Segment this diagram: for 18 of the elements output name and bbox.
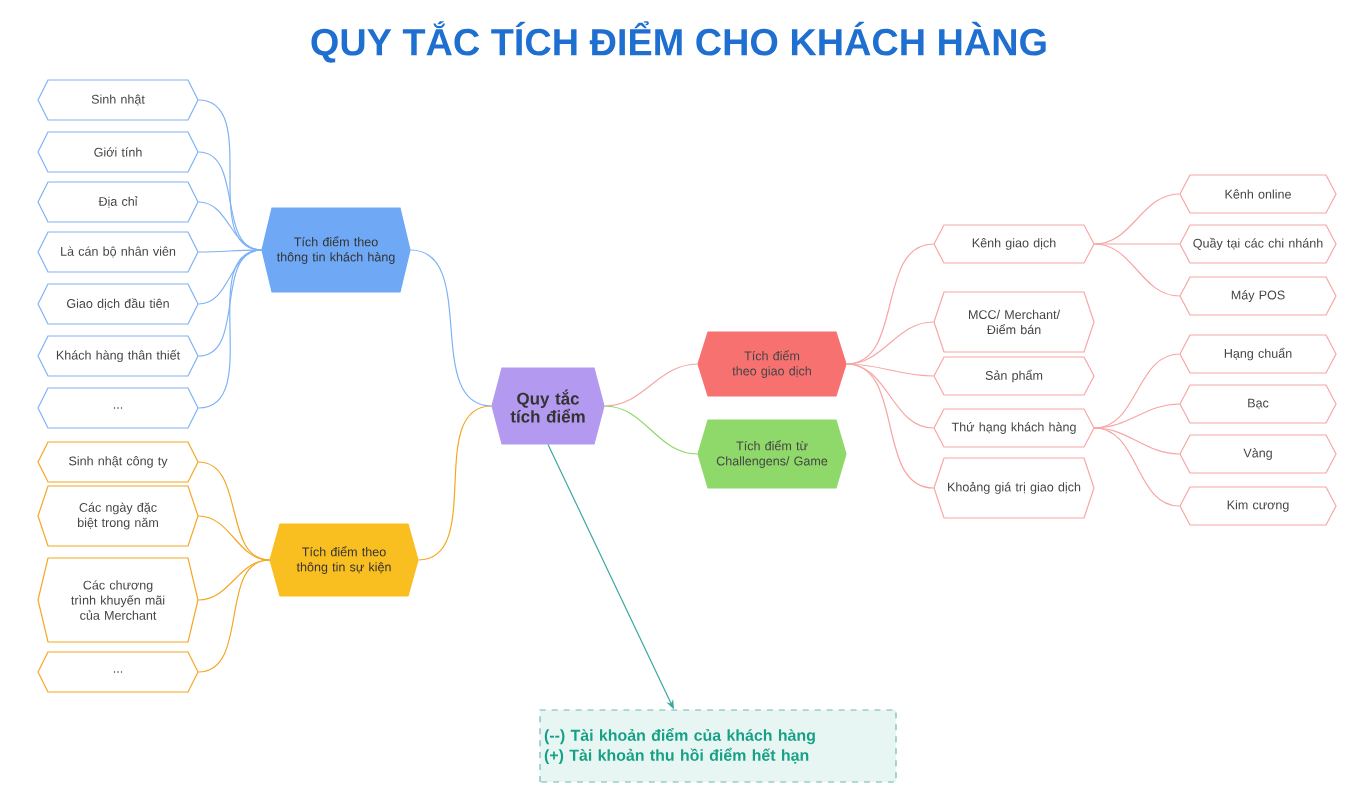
central-topic: Quy tắc tích điểm [491,367,605,445]
connector-curve [409,249,493,407]
connector-curve [197,249,263,409]
connector-curve [603,405,699,455]
connector-curve [1093,243,1181,297]
connector-curve [603,363,699,407]
connector-curve [1093,427,1181,507]
connector-curve [197,515,271,561]
connector-curve [845,363,935,489]
connector-curve [197,249,263,253]
connector-curve [417,405,493,561]
connector-curve [197,559,271,673]
connector-curve [1093,403,1181,429]
connector-curve [1093,243,1181,245]
connector-curve [1093,427,1181,455]
connector-curve [845,363,935,377]
title: QUY TẮC TÍCH ĐIỂM CHO KHÁCH HÀNG [311,21,1046,63]
connector-curve [845,321,935,365]
